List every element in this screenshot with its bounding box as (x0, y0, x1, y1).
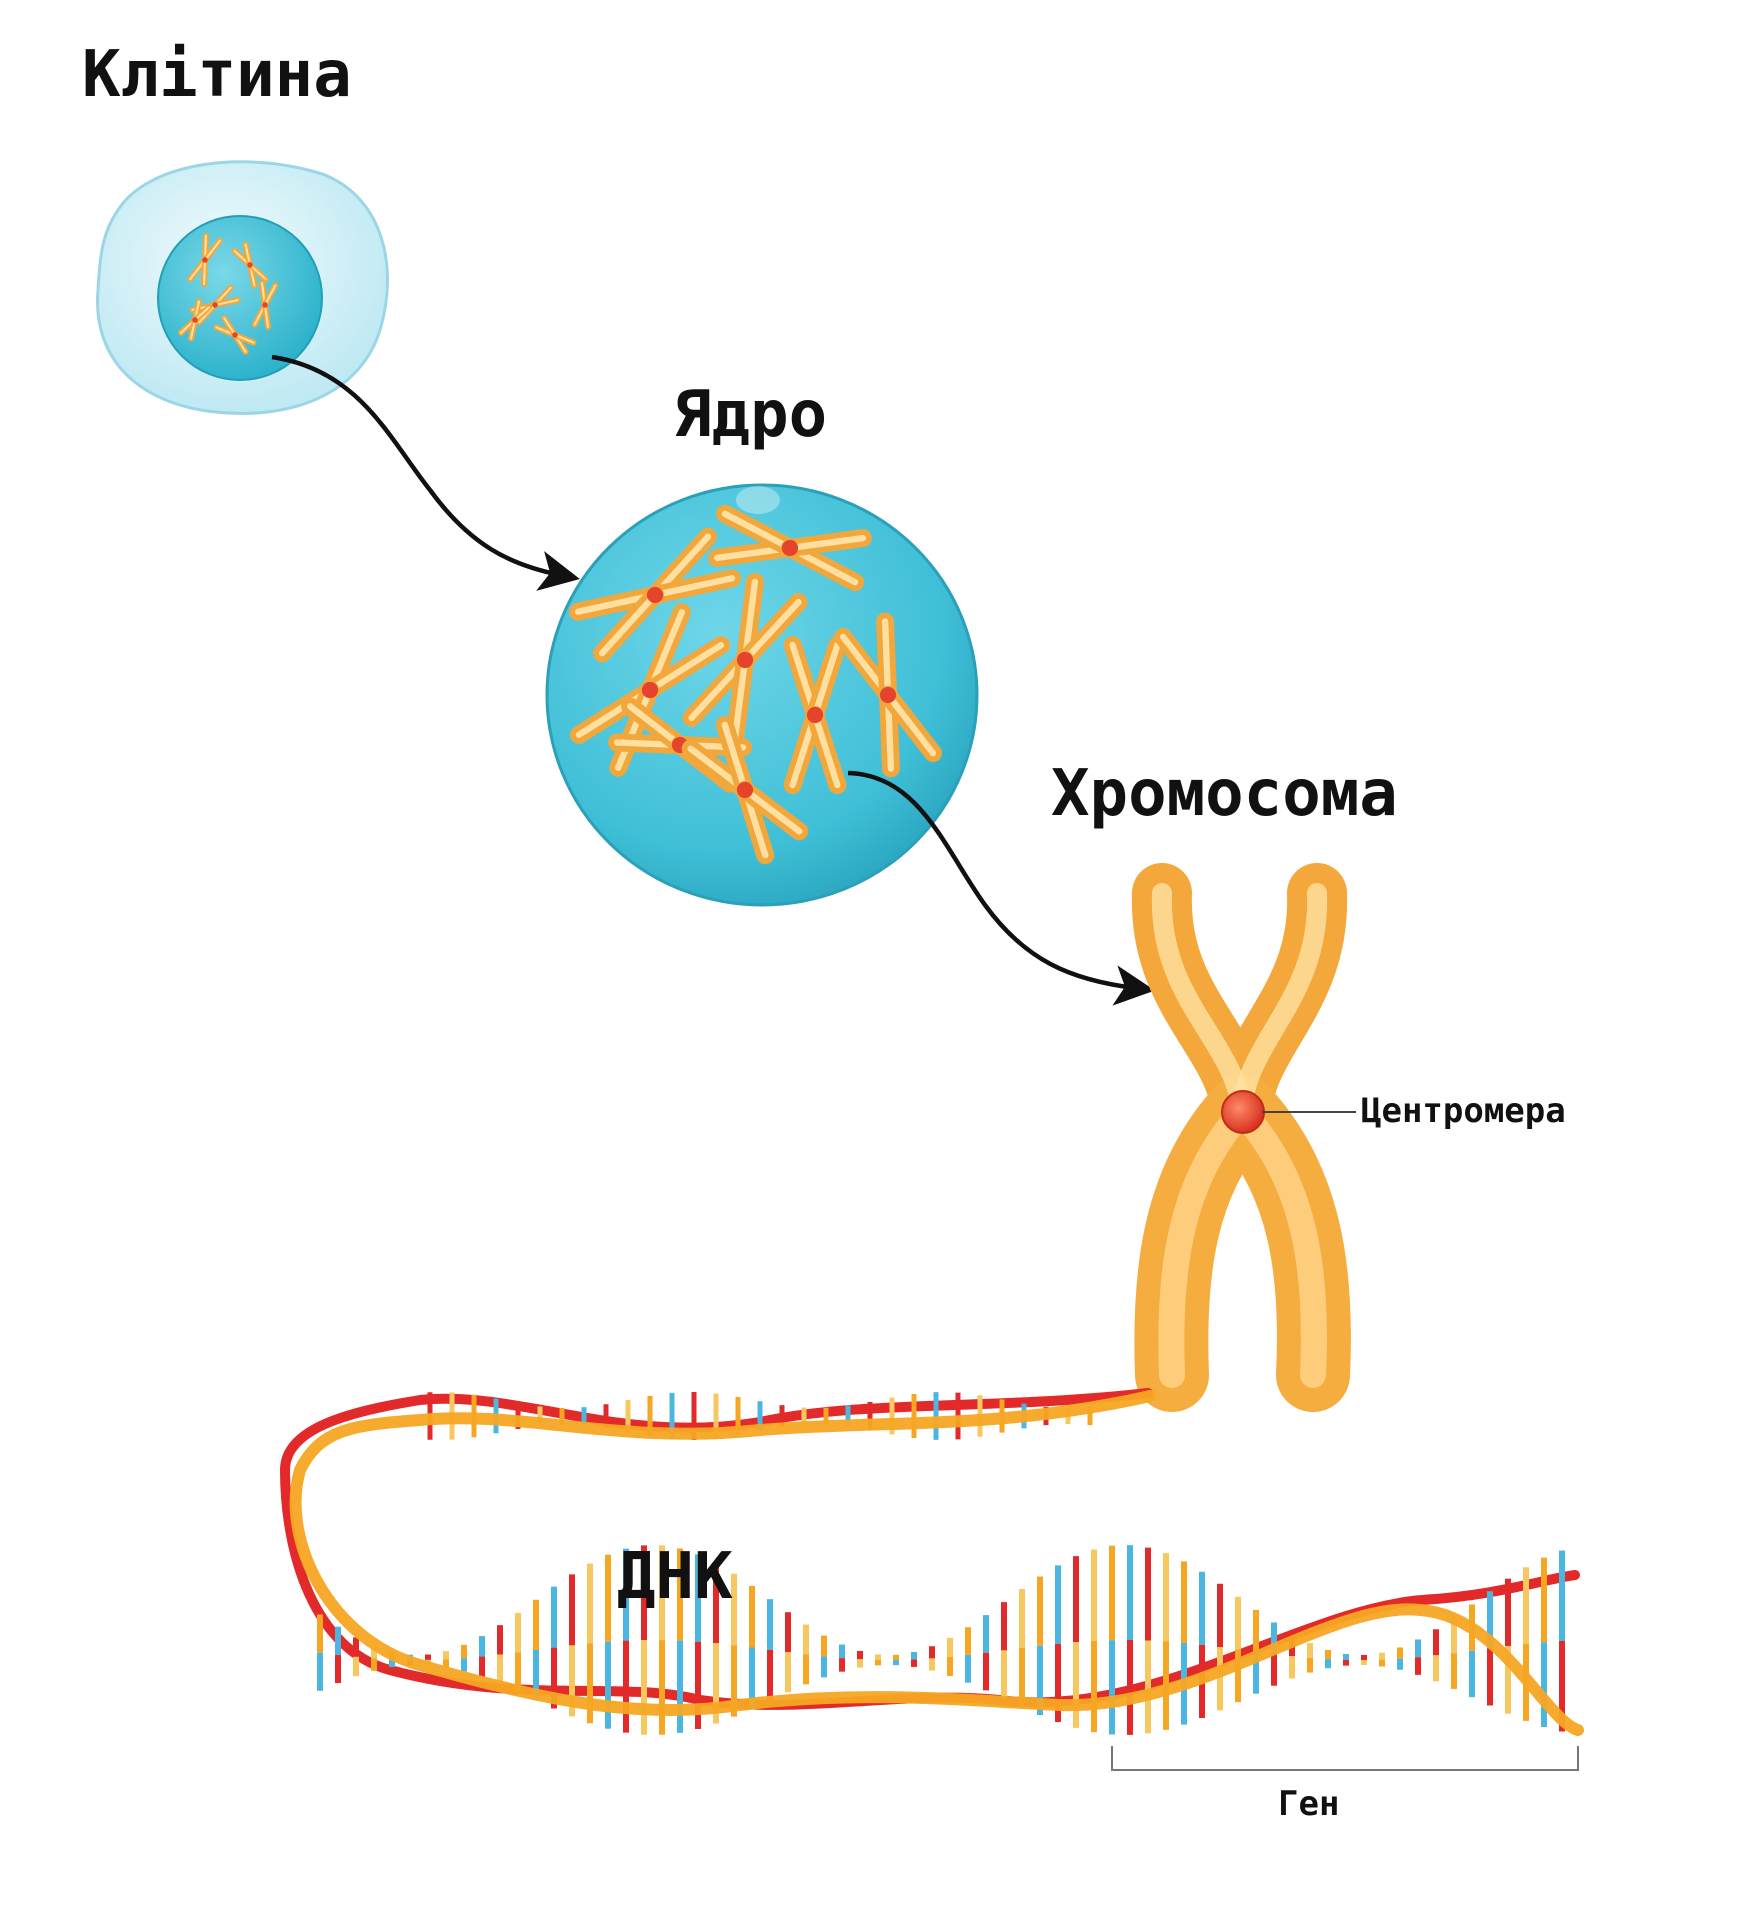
chromosome-figure (682, 572, 808, 748)
label-nucleus: Ядро (673, 378, 828, 452)
chromosome (1131, 863, 1356, 1412)
cell-nucleus (157, 215, 323, 381)
chromosome-figure (569, 527, 741, 663)
chromosome-figure (569, 603, 731, 777)
chromosome-figure (187, 232, 223, 288)
chromosome-figure (834, 612, 942, 778)
label-dna: ДНК (617, 1540, 733, 1614)
nucleus (545, 483, 979, 907)
chromosome-figure (783, 636, 847, 794)
label-cell: Клітина (82, 38, 352, 112)
chromosome-figure (251, 280, 279, 330)
arrow-cell-to-nucleus (271, 354, 580, 591)
cell-chromosomes (178, 232, 279, 355)
chromosome-figure (231, 241, 269, 289)
gene-bracket (1111, 1746, 1579, 1771)
dna-helix (279, 1388, 1584, 1771)
label-centromere: Центромера (1361, 1091, 1566, 1131)
nucleus-chromosomes (569, 504, 942, 865)
dna-strand-orange (289, 1390, 1584, 1736)
chromosome-figure (178, 298, 212, 342)
chromosome-figure (681, 715, 809, 865)
label-gene: Ген (1278, 1784, 1340, 1824)
cell (96, 160, 389, 415)
centromere (1221, 1090, 1265, 1134)
arrow-nucleus-to-chromosome (847, 770, 1156, 1006)
chromosome-figure (708, 504, 872, 592)
label-chromosome: Хромосома (1051, 757, 1398, 831)
chromosome-figure (213, 315, 257, 355)
